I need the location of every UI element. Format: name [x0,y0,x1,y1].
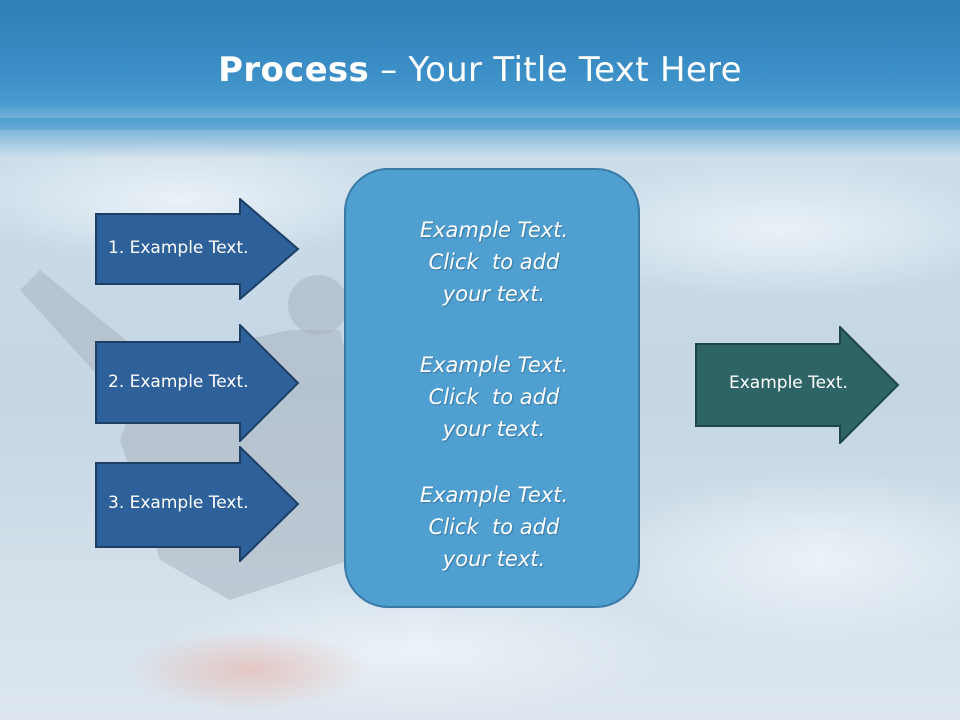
header-band [0,0,960,130]
center-line: Click to add [428,385,560,409]
center-text-block-2[interactable]: Example Text. Click to add your text. [346,349,642,445]
input-arrow-label: 2. Example Text. [108,372,249,392]
input-arrow-label: 3. Example Text. [108,493,249,513]
input-arrow-3[interactable]: 3. Example Text. [95,446,300,562]
center-line: your text. [442,282,546,306]
arrow-shape-icon [95,324,300,442]
center-line: your text. [442,417,546,441]
center-line: Click to add [428,250,560,274]
center-line: Example Text. [419,483,569,507]
output-arrow[interactable]: Example Text. [695,326,900,444]
input-arrow-1[interactable]: 1. Example Text. [95,198,300,300]
title-bold: Process [218,50,370,90]
arrow-shape-icon [95,446,300,562]
center-line: your text. [442,547,546,571]
center-text-block-1[interactable]: Example Text. Click to add your text. [346,214,642,310]
center-line: Example Text. [419,218,569,242]
arrow-shape-icon [695,326,900,444]
center-text-block-3[interactable]: Example Text. Click to add your text. [346,479,642,575]
title-separator: – [369,50,409,90]
input-arrow-2[interactable]: 2. Example Text. [95,324,300,442]
center-line: Click to add [428,515,560,539]
arrow-shape-icon [95,198,300,300]
slide-title[interactable]: Process – Your Title Text Here [0,50,960,90]
header-fade [0,118,960,158]
title-rest: Your Title Text Here [408,50,742,90]
input-arrow-label: 1. Example Text. [108,238,249,258]
center-line: Example Text. [419,353,569,377]
center-process-box[interactable]: Example Text. Click to add your text. Ex… [344,168,640,608]
output-arrow-label: Example Text. [729,373,848,393]
